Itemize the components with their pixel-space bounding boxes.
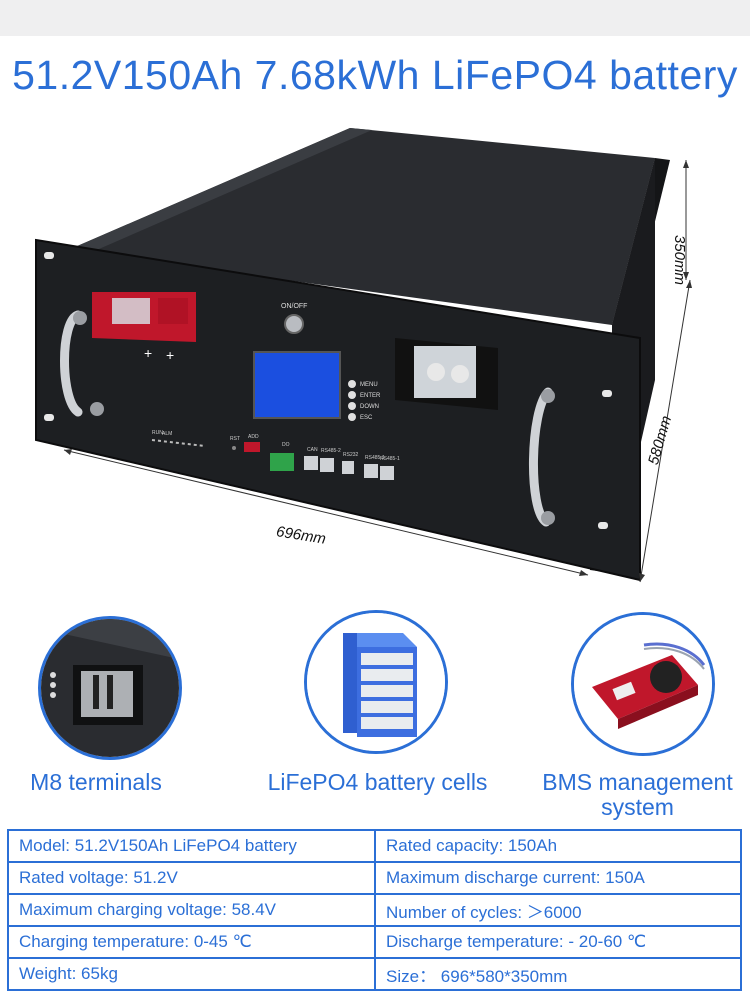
menu-button-label: MENU — [360, 382, 378, 388]
battery-cells-photo — [304, 610, 448, 754]
top-band — [0, 0, 750, 36]
terminals-photo — [38, 616, 182, 760]
spec-cell: Charging temperature: 0-45 ℃ — [7, 925, 376, 959]
spec-cell: Maximum discharge current: 150A — [374, 861, 742, 895]
plus-sign: + — [144, 345, 152, 361]
port-label: RS485-2 — [321, 448, 341, 454]
plus-sign: + — [166, 347, 174, 363]
port-label: RS485-1 — [380, 456, 400, 462]
table-row: Maximum charging voltage: 58.4V Number o… — [7, 893, 742, 927]
spec-cell: Model: 51.2V150Ah LiFePO4 battery — [7, 829, 376, 863]
menu-button-label: ESC — [360, 415, 373, 421]
port-label: RS232 — [343, 452, 359, 458]
page-title: 51.2V150Ah 7.68kWh LiFePO4 battery — [12, 52, 738, 98]
spec-cell: Number of cycles: ＞6000 — [374, 893, 742, 927]
rst-label: RST — [230, 436, 240, 442]
menu-button-label: DOWN — [360, 404, 379, 410]
table-row: Weight: 65kg Size： 696*580*350mm — [7, 957, 742, 991]
menu-button-label: ENTER — [360, 393, 381, 399]
bms-photo — [571, 612, 715, 756]
port-label: RS485-1 — [365, 455, 385, 461]
battery-illustration: + + ON/OFF MENU ENTER DOWN ESC RUN ALM R… — [35, 128, 692, 583]
indicator-label: RUN — [152, 430, 163, 436]
caption-battery-cells: LiFePO4 battery cells — [267, 769, 488, 795]
caption-terminals: M8 terminals — [30, 769, 162, 795]
spec-cell: Rated voltage: 51.2V — [7, 861, 376, 895]
table-row: Charging temperature: 0-45 ℃ Discharge t… — [7, 925, 742, 959]
do-label: DO — [282, 442, 290, 448]
spec-cell: Rated capacity: 150Ah — [374, 829, 742, 863]
spec-cell: Discharge temperature: - 20-60 ℃ — [374, 925, 742, 959]
table-row: Model: 51.2V150Ah LiFePO4 battery Rated … — [7, 829, 742, 863]
caption-bms: BMS management system — [542, 769, 733, 820]
port-label: CAN — [307, 447, 318, 453]
table-row: Rated voltage: 51.2V Maximum discharge c… — [7, 861, 742, 895]
spec-cell: Maximum charging voltage: 58.4V — [7, 893, 376, 927]
dimension-height: 350mm — [671, 235, 688, 286]
indicator-label: ALM — [162, 431, 172, 437]
spec-cell: Weight: 65kg — [7, 957, 376, 991]
spec-table: Model: 51.2V150Ah LiFePO4 battery Rated … — [7, 829, 742, 991]
spec-cell: Size： 696*580*350mm — [374, 957, 742, 991]
add-label: ADD — [248, 434, 259, 440]
onoff-label: ON/OFF — [281, 303, 307, 310]
